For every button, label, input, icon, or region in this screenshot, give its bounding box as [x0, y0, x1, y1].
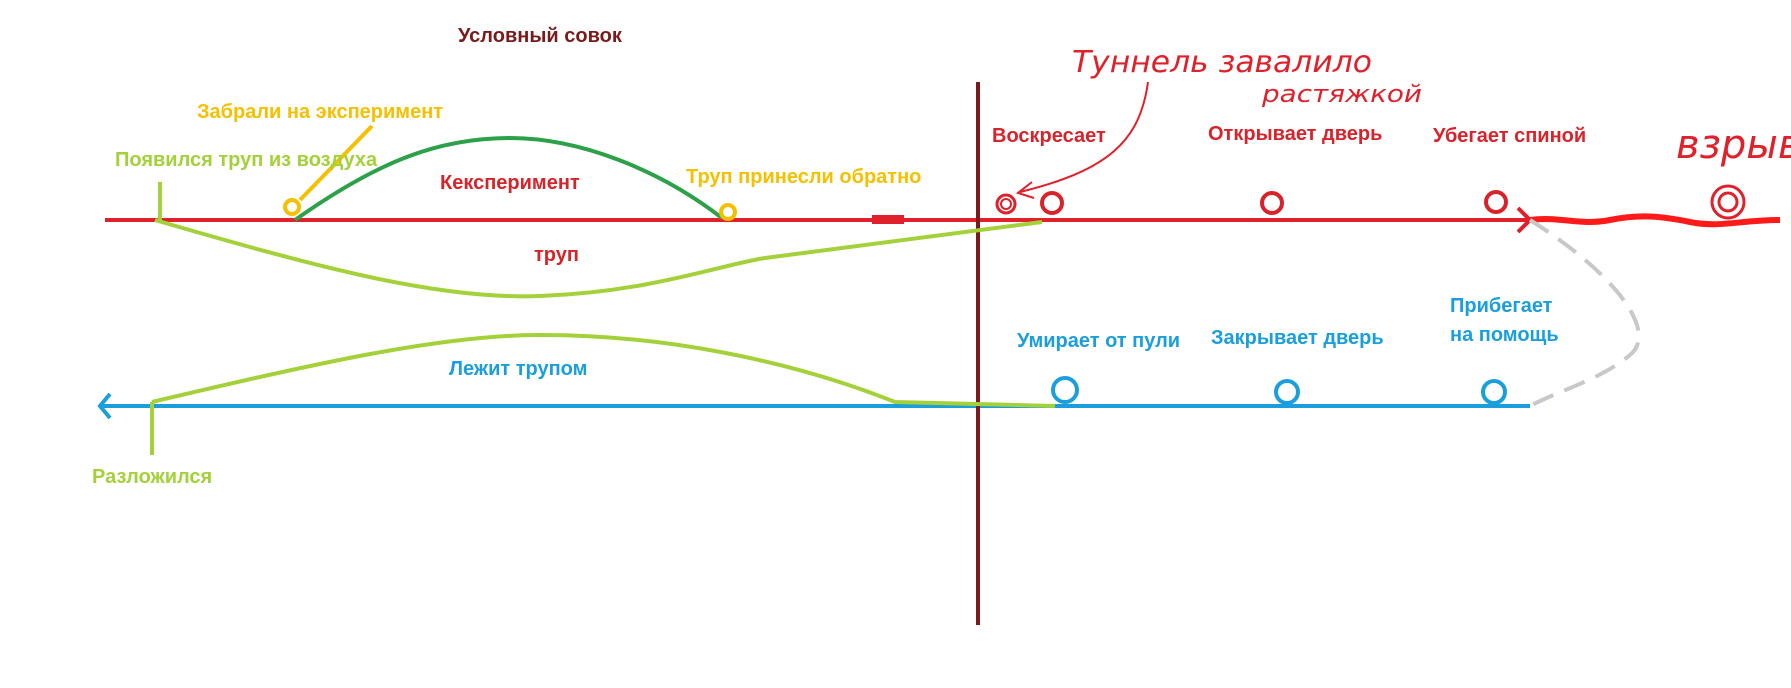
label-dies-from-bullet: Умирает от пули — [1017, 330, 1180, 352]
taken-pointer — [298, 124, 374, 202]
tunnel-annotation-arrowhead — [1015, 181, 1035, 199]
run-away-marker — [1484, 190, 1508, 214]
dies-marker — [1051, 376, 1079, 404]
label-resurrects: Воскресает — [992, 125, 1106, 147]
handwritten-tunnel-line2: растяжкой — [1261, 80, 1422, 108]
open-door-marker — [1260, 191, 1284, 215]
taken-marker — [283, 198, 301, 216]
bottom-timeline-arrowhead — [97, 392, 112, 420]
tunnel-marker-inner — [1000, 198, 1012, 210]
corpse-path-top — [154, 218, 1043, 299]
label-runs-to-help-line2: на помощь — [1450, 324, 1559, 346]
tunnel-marker — [995, 193, 1017, 215]
label-opens-door: Открывает дверь — [1208, 123, 1382, 145]
label-corpse: труп — [534, 244, 579, 266]
corpse-path-bottom — [151, 332, 1056, 408]
explosion-fuse-line — [1529, 213, 1781, 228]
run-help-marker — [1481, 379, 1507, 405]
close-door-marker — [1274, 379, 1300, 405]
dashed-connector — [1528, 218, 1641, 408]
label-taken-to-experiment: Забрали на эксперимент — [197, 101, 443, 123]
experiment-arc — [293, 135, 724, 222]
label-runs-to-help-line1: Прибегает — [1450, 295, 1553, 317]
explosion-scribble — [1710, 184, 1746, 220]
returned-marker — [719, 203, 737, 221]
label-closes-door: Закрывает дверь — [1211, 327, 1384, 349]
label-experiment: Кексперимент — [440, 172, 580, 194]
resurrect-marker — [1040, 191, 1064, 215]
handwritten-explosion: взрыв — [1676, 122, 1791, 168]
label-corpse-returned: Труп принесли обратно — [686, 166, 921, 188]
label-decomposed: Разложился — [92, 466, 212, 488]
label-lies-as-corpse: Лежит трупом — [449, 358, 587, 380]
explosion-scribble-inner — [1717, 191, 1739, 213]
label-corpse-appeared: Появился труп из воздуха — [115, 149, 378, 171]
top-timeline-marker — [872, 215, 904, 224]
diagram-title: Условный совок — [458, 25, 623, 47]
label-runs-away: Убегает спиной — [1433, 125, 1586, 147]
tunnel-annotation-arrow — [1019, 81, 1149, 193]
handwritten-tunnel-line1: Туннель завалило — [1072, 45, 1372, 80]
